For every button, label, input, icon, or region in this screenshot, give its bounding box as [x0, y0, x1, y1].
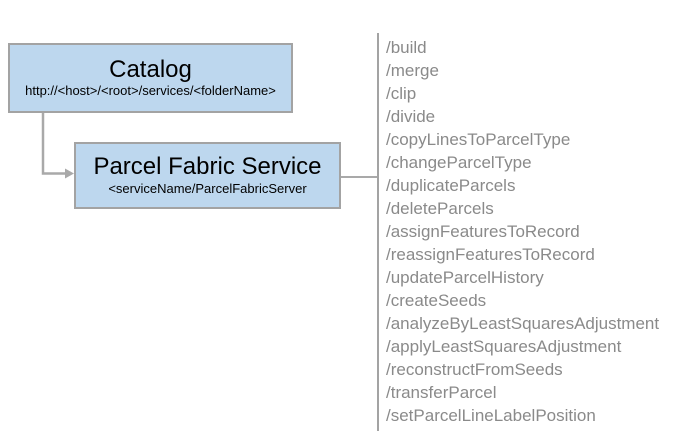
endpoint-item: /build	[386, 38, 427, 57]
service-subtitle: <serviceName/ParcelFabricServer	[108, 180, 307, 196]
endpoint-list: /build/merge/clip/divide/copyLinesToParc…	[386, 36, 686, 427]
endpoint-item: /reassignFeaturesToRecord	[386, 245, 595, 264]
endpoint-item: /merge	[386, 61, 439, 80]
arrowhead-icon	[65, 168, 74, 179]
endpoint-item: /createSeeds	[386, 291, 487, 310]
endpoint-item: /reconstructFromSeeds	[386, 360, 563, 379]
endpoint-item: /applyLeastSquaresAdjustment	[386, 337, 622, 356]
service-box: Parcel Fabric Service <serviceName/Parce…	[74, 142, 341, 209]
endpoint-item: /clip	[386, 84, 417, 103]
endpoint-item: /copyLinesToParcelType	[386, 130, 571, 149]
endpoint-item: /analyzeByLeastSquaresAdjustment	[386, 314, 660, 333]
endpoint-item: /duplicateParcels	[386, 176, 516, 195]
endpoint-item: /divide	[386, 107, 436, 126]
endpoint-item: /setParcelLineLabelPosition	[386, 406, 596, 425]
endpoint-item: /changeParcelType	[386, 153, 532, 172]
service-title: Parcel Fabric Service	[93, 153, 322, 181]
catalog-to-service-connector	[41, 113, 66, 175]
endpoint-item: /assignFeaturesToRecord	[386, 222, 580, 241]
catalog-title: Catalog	[109, 55, 192, 83]
endpoint-item: /deleteParcels	[386, 199, 494, 218]
catalog-subtitle: http://<host>/<root>/services/<folderNam…	[25, 83, 276, 99]
catalog-box: Catalog http://<host>/<root>/services/<f…	[8, 43, 293, 113]
endpoint-item: /transferParcel	[386, 383, 497, 402]
endpoint-item: /updateParcelHistory	[386, 268, 544, 287]
